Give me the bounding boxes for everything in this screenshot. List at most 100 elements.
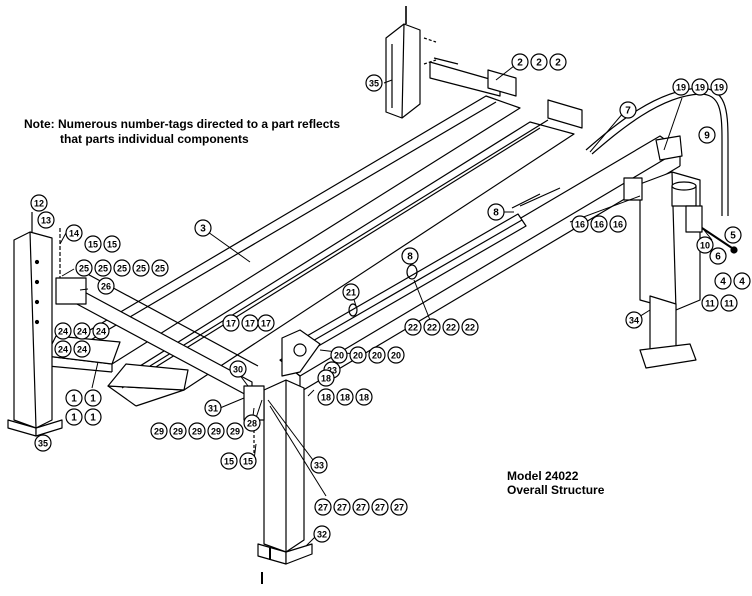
number-tag-circle — [691, 78, 709, 96]
tag-group-35-bottom: 35 — [34, 434, 52, 452]
number-tag-label: 27 — [394, 503, 404, 513]
number-tag-circle — [423, 318, 441, 336]
number-tag-label: 35 — [38, 439, 48, 449]
number-tag-label: 17 — [245, 319, 255, 329]
number-tag-label: 25 — [155, 264, 165, 274]
number-tag-circle — [204, 399, 222, 417]
number-tag-circle — [352, 498, 370, 516]
tag-group-7: 7 — [619, 101, 637, 119]
number-tag-circle — [571, 215, 589, 233]
number-tag-label: 29 — [173, 427, 183, 437]
tag-group-12: 12 — [30, 194, 48, 212]
number-tag-label: 16 — [575, 220, 585, 230]
number-tag-circle — [701, 294, 719, 312]
number-tag-circle — [609, 215, 627, 233]
tag-group-5: 5 — [724, 226, 742, 244]
number-tag-circle — [698, 126, 716, 144]
number-tag-label: 18 — [340, 393, 350, 403]
number-tag-circle — [530, 53, 548, 71]
number-tag-label: 15 — [243, 457, 253, 467]
number-tag-label: 4 — [739, 277, 745, 288]
number-tag-label: 2 — [536, 58, 542, 69]
number-tag-circle — [317, 369, 335, 387]
post-back-left — [385, 6, 437, 119]
number-tag-circle — [720, 294, 738, 312]
number-tag-circle — [733, 272, 751, 290]
number-tag-label: 4 — [720, 277, 726, 288]
note-line-2: that parts individual components — [60, 132, 249, 146]
number-tag-circle — [461, 318, 479, 336]
number-tag-label: 3 — [200, 224, 206, 235]
number-tag-circle — [30, 194, 48, 212]
number-tag-label: 1 — [71, 394, 77, 405]
number-tag-label: 18 — [321, 374, 331, 384]
number-tag-label: 18 — [359, 393, 369, 403]
number-tag-label: 22 — [465, 323, 475, 333]
number-tag-circle — [257, 314, 275, 332]
number-tag-circle — [65, 224, 83, 242]
rear-crossbeam — [429, 57, 583, 129]
number-tag-circle — [222, 314, 240, 332]
number-tag-label: 15 — [224, 457, 234, 467]
number-tag-label: 18 — [321, 393, 331, 403]
number-tag-circle — [226, 422, 244, 440]
number-tag-circle — [590, 215, 608, 233]
post-back-right — [623, 135, 738, 369]
tag-group-26: 26 — [97, 277, 115, 295]
number-tag-label: 20 — [372, 351, 382, 361]
number-tag-circle — [313, 525, 331, 543]
tag-group-18b: 18 18 18 — [317, 388, 373, 406]
number-tag-label: 16 — [613, 220, 623, 230]
number-tag-circle — [333, 498, 351, 516]
number-tag-circle — [336, 388, 354, 406]
tag-group-6: 6 — [709, 247, 727, 265]
number-tag-label: 27 — [375, 503, 385, 513]
number-tag-circle — [710, 78, 728, 96]
number-tag-label: 27 — [356, 503, 366, 513]
number-tag-circle — [724, 226, 742, 244]
number-tag-circle — [151, 259, 169, 277]
number-tag-label: 11 — [705, 299, 715, 309]
number-tag-label: 5 — [730, 231, 736, 242]
number-tag-circle — [330, 346, 348, 364]
tag-group-28: 28 — [243, 414, 261, 432]
number-tag-circle — [365, 74, 383, 92]
number-tag-circle — [672, 78, 690, 96]
number-tag-circle — [368, 346, 386, 364]
number-tag-circle — [103, 235, 121, 253]
number-tag-circle — [619, 101, 637, 119]
number-tag-circle — [94, 259, 112, 277]
number-tag-label: 19 — [695, 83, 705, 93]
number-tag-label: 30 — [233, 365, 243, 375]
number-tag-label: 14 — [69, 229, 79, 239]
number-tag-circle — [239, 452, 257, 470]
number-tag-label: 28 — [247, 419, 257, 429]
number-tag-circle — [342, 283, 360, 301]
tag-group-9: 9 — [698, 126, 716, 144]
number-tag-circle — [714, 272, 732, 290]
number-tag-label: 2 — [555, 58, 561, 69]
number-tag-label: 24 — [58, 327, 68, 337]
number-tag-circle — [75, 259, 93, 277]
number-tag-label: 11 — [724, 299, 734, 309]
number-tag-circle — [65, 408, 83, 426]
tag-group-8a: 8 — [487, 203, 505, 221]
number-tag-label: 32 — [317, 530, 327, 540]
number-tag-circle — [511, 53, 529, 71]
number-tag-circle — [401, 247, 419, 265]
tag-group-13: 13 — [37, 211, 55, 229]
number-tag-circle — [73, 340, 91, 358]
number-tag-label: 24 — [77, 345, 87, 355]
number-tag-circle — [54, 322, 72, 340]
tag-group-30: 30 — [229, 360, 247, 378]
